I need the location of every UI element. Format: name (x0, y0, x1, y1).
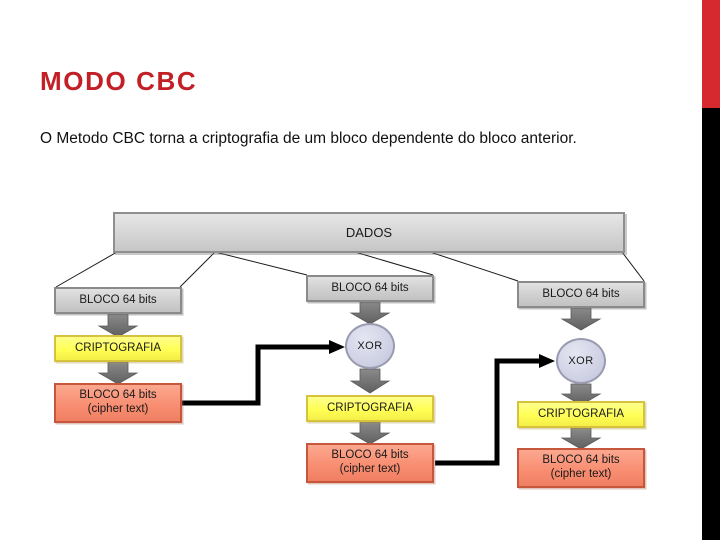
dados-block[interactable]: DADOS (113, 212, 625, 253)
page-title: MODO CBC (40, 66, 198, 96)
column-2-input-label: BLOCO 64 bits (331, 281, 409, 294)
column-1-output-block[interactable]: BLOCO 64 bits (cipher text) (54, 383, 182, 423)
column-1-output-line2: (cipher text) (87, 403, 149, 415)
body-text: O Metodo CBC torna a criptografia de um … (40, 130, 577, 147)
column-2-cipher-stage-label: CRIPTOGRAFIA (326, 401, 414, 414)
column-3-output-line2: (cipher text) (550, 468, 612, 480)
cbc-diagram: DADOS BLOCO 64 bits CRIPTOGRAFIA BLOCO 6… (54, 212, 645, 488)
feedback-arrowhead-2 (539, 354, 555, 368)
block-arrows (97, 301, 602, 450)
diagram-vector-layer (55, 251, 645, 466)
column-2-xor-label: XOR (357, 339, 383, 352)
column-1-cipher-stage[interactable]: CRIPTOGRAFIA (54, 335, 182, 362)
feedback-connector-2 (435, 358, 546, 466)
edge-bar-gap (699, 0, 702, 540)
column-2-input-block[interactable]: BLOCO 64 bits (306, 275, 434, 302)
column-3-input-block[interactable]: BLOCO 64 bits (517, 281, 645, 308)
column-3-output-line1: BLOCO 64 bits (542, 454, 620, 467)
column-1-input-block[interactable]: BLOCO 64 bits (54, 287, 182, 314)
column-2-output-line1: BLOCO 64 bits (331, 449, 409, 462)
column-3-xor-node[interactable]: XOR (556, 338, 606, 384)
fanout-lines (55, 251, 645, 288)
column-2-xor-node[interactable]: XOR (345, 323, 395, 369)
column-1-input-label: BLOCO 64 bits (79, 293, 157, 306)
edge-bar-red (702, 0, 720, 108)
column-3-cipher-stage-label: CRIPTOGRAFIA (537, 407, 625, 420)
edge-bar-black (702, 108, 720, 540)
column-2-output-block[interactable]: BLOCO 64 bits (cipher text) (306, 443, 434, 483)
column-3-xor-label: XOR (568, 354, 594, 367)
feedback-connector-1 (182, 344, 336, 406)
dados-label: DADOS (345, 224, 393, 240)
column-1-cipher-stage-label: CRIPTOGRAFIA (74, 341, 162, 354)
column-2-cipher-stage[interactable]: CRIPTOGRAFIA (306, 395, 434, 422)
column-1-output-line1: BLOCO 64 bits (79, 389, 157, 402)
column-2-output-line2: (cipher text) (339, 463, 401, 475)
feedback-arrowhead-1 (329, 340, 345, 354)
column-3-cipher-stage[interactable]: CRIPTOGRAFIA (517, 401, 645, 428)
column-3-output-block[interactable]: BLOCO 64 bits (cipher text) (517, 448, 645, 488)
column-3-input-label: BLOCO 64 bits (542, 287, 620, 300)
